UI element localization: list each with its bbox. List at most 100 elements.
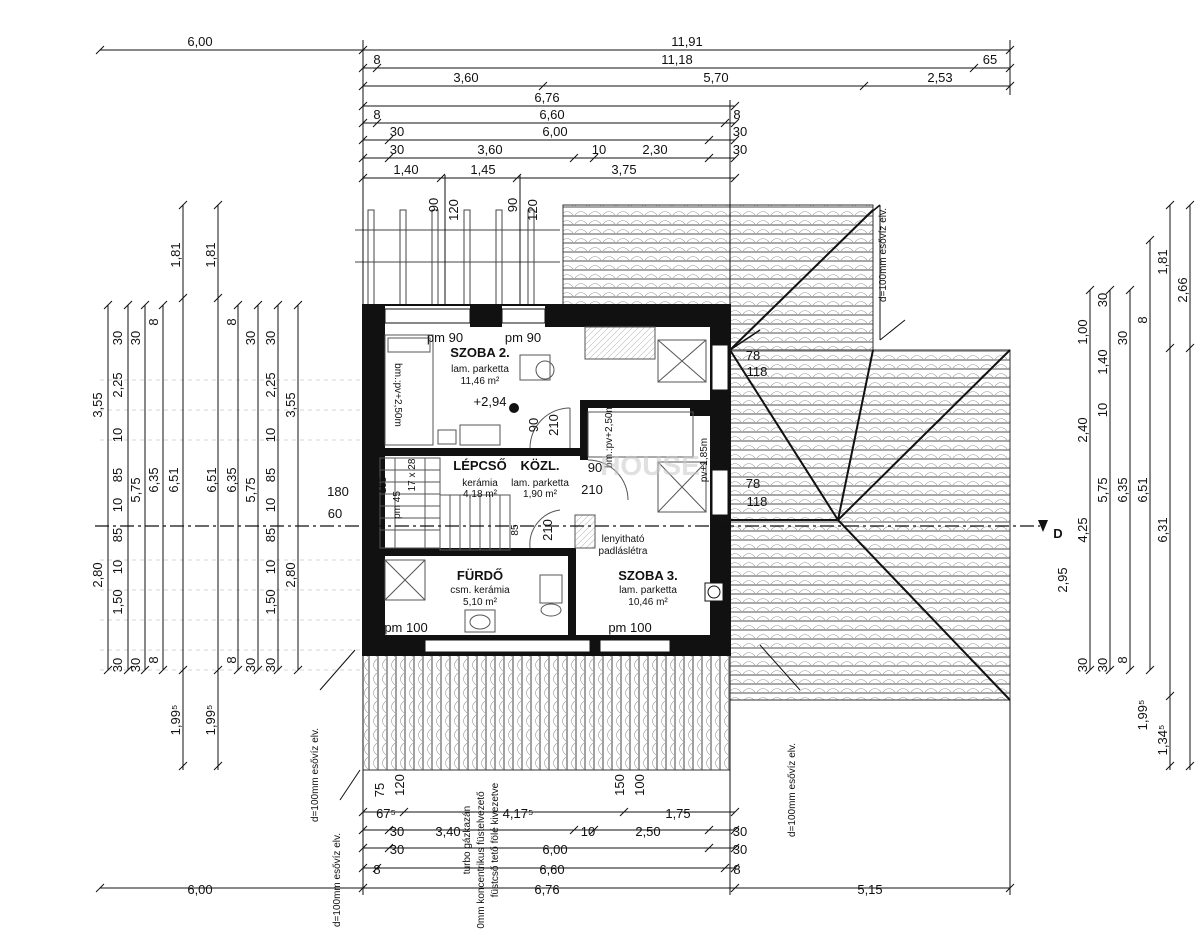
dim-right-k: 4,25 — [1075, 517, 1090, 542]
note-hpv-1: bm.:pv+2,50m — [392, 363, 403, 427]
dim-left-c2: 30 — [128, 331, 143, 345]
note-gutter-3: d=100mm esővíz elv. — [332, 833, 343, 927]
dim-left-c1: 30 — [110, 331, 125, 345]
wardrobe — [584, 326, 656, 360]
dim-left-c3: 8 — [146, 318, 161, 325]
dim-left-d18: 8 — [224, 656, 239, 663]
dim-bot-r4-b: 6,60 — [539, 862, 564, 877]
room-lepcso-name: LÉPCSŐ — [453, 458, 506, 473]
dim-left-d2: 30 — [243, 331, 258, 345]
shower — [384, 559, 426, 601]
dim-right-c: 30 — [1095, 293, 1110, 307]
roof-hip-lines — [729, 209, 1011, 701]
note-s155: 155 — [378, 476, 389, 493]
room-szoba2-name: SZOBA 2. — [450, 345, 509, 360]
note-hpv-3: pv+1,85m — [699, 438, 710, 482]
dim-right-f: 1,40 — [1095, 349, 1110, 374]
bed-szoba3 — [587, 411, 694, 458]
dim-left-c11: 10 — [110, 498, 125, 512]
dim-left-d3: 30 — [263, 331, 278, 345]
faint-reference-lines — [100, 379, 360, 671]
dim-left-c18: 8 — [146, 656, 161, 663]
skylight-1 — [657, 339, 707, 383]
bottom-dimension-labels: 67⁵ 4,17⁵ 1,75 30 3,40 10 2,50 30 30 6,0… — [187, 774, 882, 897]
note-hpv-2: bm.:pv+2,50m — [604, 404, 615, 468]
dim-left-d11: 10 — [263, 498, 278, 512]
note-pm100-a: pm 100 — [384, 620, 427, 635]
room-lepcso-floor: kerámia — [462, 478, 498, 489]
bed-szoba2 — [384, 334, 434, 446]
dim-top-r1-right: 11,91 — [671, 34, 703, 49]
dim-right-a: 1,81 — [1155, 249, 1170, 274]
dim-left-d17: 30 — [263, 658, 278, 672]
note-s85: 85 — [510, 524, 521, 536]
dim-left-c4: 2,25 — [110, 372, 125, 397]
dim-top-r7-b: 3,60 — [477, 142, 502, 157]
left-dimension-labels: 1,81 1,81 30 30 8 2,25 3,55 10 85 5,75 6… — [90, 242, 298, 735]
dim-top-r5-b: 6,60 — [539, 107, 564, 122]
sink — [464, 609, 496, 633]
roof-right — [729, 349, 1011, 701]
dim-bot-r5-a: 6,00 — [187, 882, 212, 897]
note-flue-3: füstcső tető fölé kivezetve — [490, 782, 501, 897]
dim-left-c5: 3,55 — [90, 392, 105, 417]
note-pm90-a: pm 90 — [427, 330, 463, 345]
dim-right-n: 6,31 — [1155, 517, 1170, 542]
dim-top-r5-a: 8 — [373, 107, 380, 122]
dim-right-q: 30 — [1095, 658, 1110, 672]
dim-top-r3-c: 2,53 — [927, 70, 952, 85]
note-d210-c: 210 — [540, 519, 555, 541]
dim-left-d12: 85 — [263, 528, 278, 542]
dim-left-d4: 2,25 — [263, 372, 278, 397]
top-dimension-labels: 6,00 11,91 8 11,18 65 3,60 5,70 2,53 6,7… — [187, 34, 997, 221]
dim-top-r3-b: 5,70 — [703, 70, 728, 85]
room-kozl-area: 1,90 m² — [523, 489, 558, 500]
note-w118-b: 118 — [747, 494, 768, 509]
note-w78-b: 78 — [746, 476, 760, 491]
dim-bot-v-d: 100 — [632, 774, 647, 796]
dim-left-d9: 6,35 — [224, 467, 239, 492]
dim-bot-r2-a: 30 — [390, 824, 404, 839]
dim-left-d8: 5,75 — [243, 477, 258, 502]
note-d210-a: 210 — [546, 414, 561, 436]
dim-bot-r2-e: 30 — [733, 824, 747, 839]
room-szoba3-area: 10,46 m² — [628, 597, 668, 608]
dim-left-d19: 1,99⁵ — [203, 705, 218, 736]
note-w78-a: 78 — [746, 348, 760, 363]
building-walls — [362, 304, 731, 656]
dim-left-c19: 1,99⁵ — [168, 705, 183, 736]
dim-left-d10: 6,51 — [204, 467, 219, 492]
section-arrow — [1038, 520, 1048, 532]
note-gutter-2: d=100mm esővíz elv. — [310, 728, 321, 822]
dim-left-c10: 6,51 — [166, 467, 181, 492]
dim-right-i: 10 — [1095, 403, 1110, 417]
note-attic-2: padláslétra — [599, 546, 648, 557]
right-dimension-labels: 1,81 2,66 30 8 1,00 1,40 30 2,40 10 5,75… — [1055, 249, 1190, 755]
note-gutter-1: d=100mm esővíz elv. — [878, 208, 889, 302]
room-kozl-floor: lam. parketta — [511, 478, 569, 489]
dim-top-r2-a: 8 — [373, 52, 380, 67]
dim-bot-v-b: 120 — [392, 774, 407, 796]
dim-right-d: 8 — [1135, 316, 1150, 323]
annotations: pm 90 pm 90 pm 100 pm 100 +2,94 bm.:pv+2… — [310, 208, 1063, 929]
dim-bot-r5-b: 6,76 — [534, 882, 559, 897]
dim-left-d15: 1,50 — [263, 589, 278, 614]
dim-left-b: 1,81 — [203, 242, 218, 267]
dim-left-d7: 85 — [263, 468, 278, 482]
roof-areas — [362, 204, 1011, 771]
room-szoba3-name: SZOBA 3. — [618, 568, 677, 583]
dim-right-h: 2,40 — [1075, 417, 1090, 442]
dim-right-j: 5,75 — [1095, 477, 1110, 502]
dim-right-p: 30 — [1075, 658, 1090, 672]
room-kozl-name: KÖZL. — [521, 458, 560, 473]
note-pm100-b: pm 100 — [608, 620, 651, 635]
dim-top-r7-d: 2,30 — [642, 142, 667, 157]
note-level: +2,94 — [474, 394, 507, 409]
dim-top-r8-a: 1,40 — [393, 162, 418, 177]
dim-top-r6-c: 30 — [733, 124, 747, 139]
dim-left-c15: 1,50 — [110, 589, 125, 614]
dim-top-r6-a: 30 — [390, 124, 404, 139]
dim-left-c7: 85 — [110, 468, 125, 482]
